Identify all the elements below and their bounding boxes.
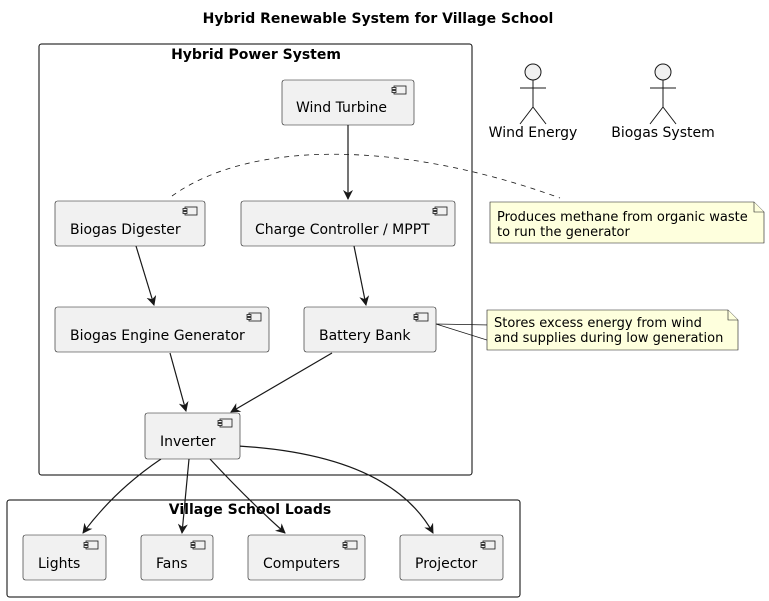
note-line: to run the generator <box>497 225 630 240</box>
edge-inverter-to-fans <box>177 458 190 534</box>
component-computers: Computers <box>247 534 366 581</box>
component-projector: Projector <box>399 534 504 581</box>
component-icon <box>391 85 407 95</box>
component-label: Computers <box>263 556 340 572</box>
component-label: Biogas Engine Generator <box>70 328 245 344</box>
edge-controller-to-battery <box>353 245 370 306</box>
note-line: Stores excess energy from wind <box>494 316 702 331</box>
component-label: Lights <box>38 556 80 572</box>
component-label: Battery Bank <box>319 328 411 344</box>
component-wind-turbine: Wind Turbine <box>281 79 415 126</box>
actor-label: Wind Energy <box>489 125 578 141</box>
component-battery-bank: Battery Bank <box>303 306 437 353</box>
note-link-battery <box>435 323 491 342</box>
component-label: Projector <box>415 556 477 572</box>
group-title-power: Hybrid Power System <box>171 47 341 63</box>
component-inverter: Inverter <box>144 412 241 460</box>
group-hybrid-power-system: Hybrid Power System <box>38 43 473 476</box>
component-icon <box>182 206 198 216</box>
group-village-school-loads: Village School Loads <box>6 499 521 598</box>
component-label: Charge Controller / MPPT <box>255 222 430 238</box>
component-fans: Fans <box>140 534 214 581</box>
edge-inverter-to-computers <box>209 458 286 534</box>
component-label: Inverter <box>160 434 216 450</box>
edge-inverter-to-lights <box>82 458 162 534</box>
connections <box>82 125 434 534</box>
component-icon <box>432 206 448 216</box>
edge-inverter-to-projector <box>237 445 434 534</box>
diagram-title: Hybrid Renewable System for Village Scho… <box>203 11 554 27</box>
edge-generator-to-inverter <box>169 352 189 412</box>
actor-icon <box>649 63 677 125</box>
component-icon <box>342 540 358 550</box>
component-label: Biogas Digester <box>70 222 181 238</box>
note-digester: Produces methane from organic waste to r… <box>489 201 765 244</box>
actor-wind-energy: Wind Energy <box>489 63 578 141</box>
component-charge-controller: Charge Controller / MPPT <box>240 200 456 247</box>
component-biogas-digester: Biogas Digester <box>54 200 206 247</box>
edge-battery-to-inverter <box>230 352 333 413</box>
component-icon <box>413 312 429 322</box>
component-icon <box>190 540 206 550</box>
component-icon <box>480 540 496 550</box>
actor-biogas-system: Biogas System <box>611 63 715 141</box>
actor-icon <box>519 63 547 125</box>
component-label: Fans <box>156 556 188 572</box>
component-biogas-generator: Biogas Engine Generator <box>54 306 270 353</box>
note-line: and supplies during low generation <box>494 331 723 346</box>
note-link-digester <box>171 153 561 199</box>
component-lights: Lights <box>22 534 107 581</box>
edge-digester-to-generator <box>135 245 157 306</box>
actor-label: Biogas System <box>611 125 714 141</box>
component-icon <box>246 312 262 322</box>
note-line: Produces methane from organic waste <box>497 210 748 225</box>
component-icon <box>83 540 99 550</box>
note-battery: Stores excess energy from wind and suppl… <box>486 309 739 351</box>
group-title-loads: Village School Loads <box>169 502 331 518</box>
component-label: Wind Turbine <box>296 100 387 116</box>
component-icon <box>217 418 233 428</box>
